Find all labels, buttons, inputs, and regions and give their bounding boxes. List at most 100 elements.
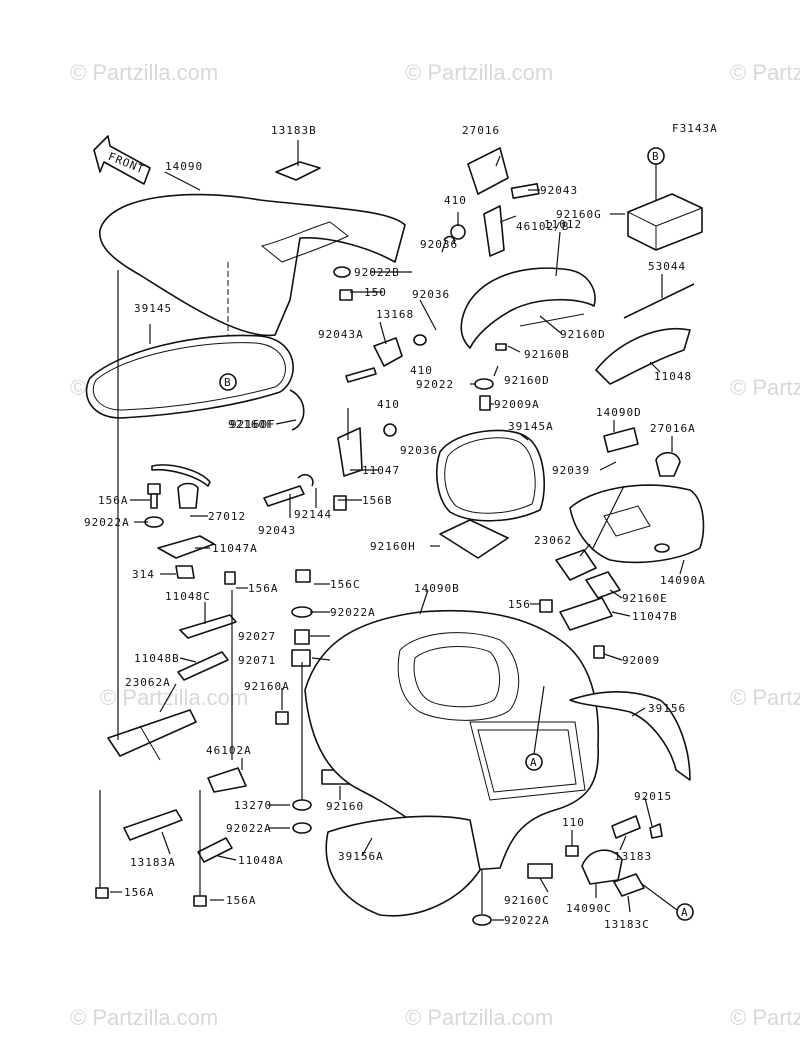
part-label: 39156 (648, 702, 686, 715)
part-label: 14090A (660, 574, 706, 587)
part-label: 13168 (376, 308, 414, 321)
part-label: 14090B (414, 582, 460, 595)
part-label: 92022A (504, 914, 550, 927)
watermark: © Partzilla.com (730, 1005, 800, 1030)
part-label: 11048 (654, 370, 692, 383)
watermark: © Partzilla.com (730, 375, 800, 400)
part-label: 92160H (370, 540, 416, 553)
part-label: 92160 (326, 800, 364, 813)
part-label: 410 (410, 364, 433, 377)
part-label: 92160E (622, 592, 668, 605)
pad-92160h (439, 519, 509, 559)
part-label: 92022A (330, 606, 376, 619)
part-label: 92039 (552, 464, 590, 477)
part-label: 11047 (362, 464, 400, 477)
part-label: 92160F (230, 418, 276, 431)
figure-code: F3143A (672, 122, 718, 135)
part-label: 13183C (604, 918, 650, 931)
left-hardware (95, 482, 247, 907)
callout-a-icon: A (525, 753, 543, 771)
part-label: 92160D (560, 328, 606, 341)
plate-13183b (275, 161, 321, 181)
watermark: © Partzilla.com (405, 60, 553, 85)
part-label: 27012 (208, 510, 246, 523)
front-arrow-icon: FRONT (93, 135, 151, 185)
part-label: 92071 (238, 654, 276, 667)
part-label: 39145A (508, 420, 554, 433)
part-label: 13183A (130, 856, 176, 869)
part-labels: 13183B 14090 39145 92160F 156A 92022A 27… (84, 124, 706, 931)
part-label: 92009 (622, 654, 660, 667)
callout-b-icon: B (647, 147, 665, 165)
part-label: 92160C (504, 894, 550, 907)
part-label: 92160A (244, 680, 290, 693)
strip-53044 (623, 283, 695, 319)
part-label: 156C (330, 578, 361, 591)
part-label: 14090C (566, 902, 612, 915)
part-label: 92036 (412, 288, 450, 301)
rail-39156 (569, 690, 691, 781)
leader-lines (110, 155, 685, 921)
part-label: 92022A (226, 822, 272, 835)
part-label: 110 (562, 816, 585, 829)
part-label: 92027 (238, 630, 276, 643)
part-label: 410 (377, 398, 400, 411)
part-label: 39145 (134, 302, 172, 315)
part-label: 92022B (354, 266, 400, 279)
part-label: 53044 (648, 260, 686, 273)
callout-label: A (530, 756, 538, 769)
strip-92160f (289, 389, 305, 431)
part-label: 92009A (494, 398, 540, 411)
part-label: 156A (98, 494, 129, 507)
part-label: 11047B (632, 610, 678, 623)
callout-label: A (681, 906, 689, 919)
part-label: 156A (248, 582, 279, 595)
watermark: © Partzilla.com (70, 60, 218, 85)
part-label: 92043 (258, 524, 296, 537)
panel-39156a (325, 815, 481, 917)
part-label: 156B (362, 494, 393, 507)
part-label: 92160G (556, 208, 602, 221)
part-label: 92160B (524, 348, 570, 361)
part-label: 92015 (634, 790, 672, 803)
part-label: 150 (364, 286, 387, 299)
part-label: 14090 (165, 160, 203, 173)
part-label: 92160D (504, 374, 550, 387)
part-label: 92160F (228, 418, 274, 431)
seal-39145 (85, 324, 294, 419)
seat-part (99, 193, 406, 372)
bracket-11048 (595, 328, 691, 385)
part-label: 11048C (165, 590, 211, 603)
part-label: 13270 (234, 799, 272, 812)
part-label: 13183 (614, 850, 652, 863)
watermark: © Partzilla.com (100, 685, 248, 710)
part-label: 92036 (400, 444, 438, 457)
watermark: © Partzilla.com (730, 60, 800, 85)
part-label: 46102A (206, 744, 252, 757)
part-label: 314 (132, 568, 155, 581)
callout-label: B (224, 376, 232, 389)
watermark: © Partzilla.com (730, 685, 800, 710)
part-label: 156 (508, 598, 531, 611)
part-label: 39156A (338, 850, 384, 863)
part-label: 11012 (544, 218, 582, 231)
watermark: © Partzilla.com (405, 1005, 553, 1030)
rear-hardware (472, 815, 663, 926)
callout-b-icon: B (219, 373, 237, 391)
callout-a-icon: A (676, 903, 694, 921)
part-label: 13183B (271, 124, 317, 137)
part-label: 11048A (238, 854, 284, 867)
part-label: 27016A (650, 422, 696, 435)
part-label: 156A (124, 886, 155, 899)
part-label: 23062A (125, 676, 171, 689)
part-label: 92022 (416, 378, 454, 391)
part-label: 14090D (596, 406, 642, 419)
part-label: 46102/B (516, 220, 569, 233)
part-label: 410 (444, 194, 467, 207)
part-label: 92043A (318, 328, 364, 341)
seal-39145a (436, 429, 545, 522)
part-label: 92144 (294, 508, 332, 521)
pad-92160g (627, 164, 703, 251)
